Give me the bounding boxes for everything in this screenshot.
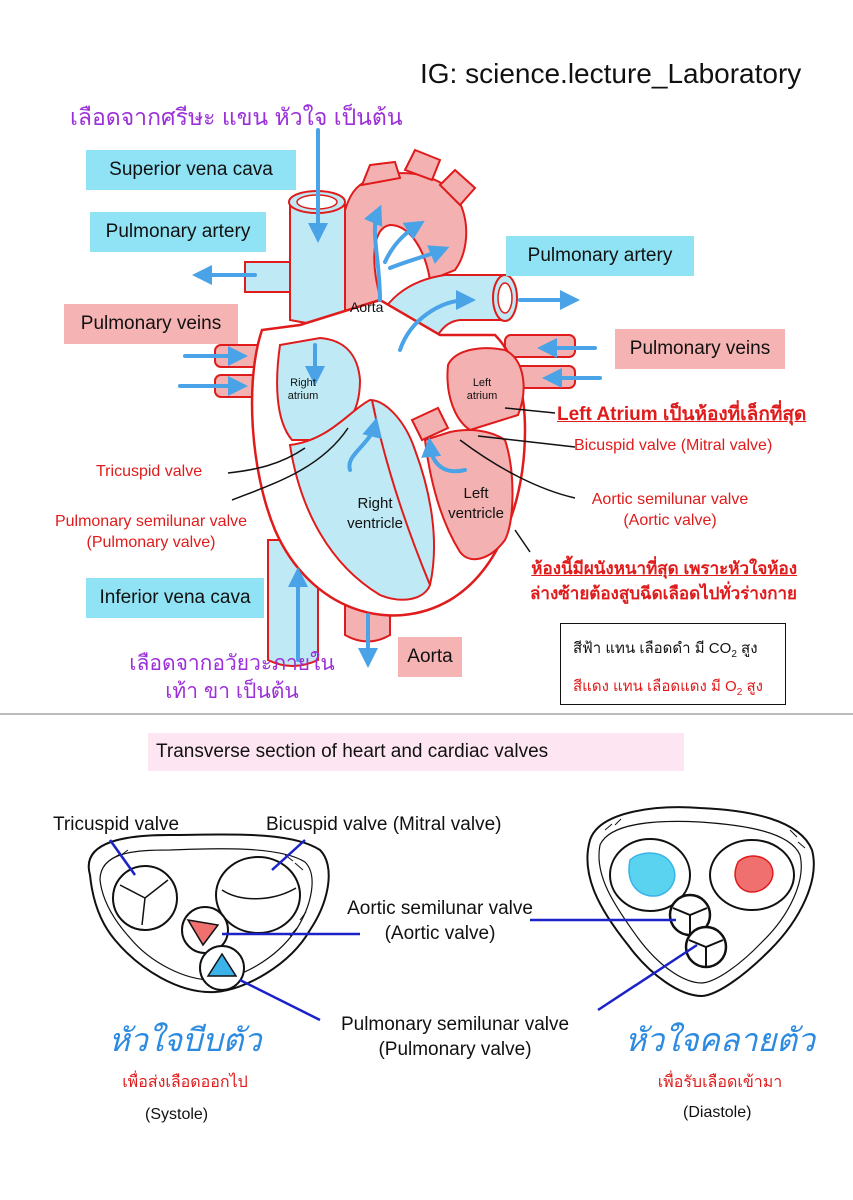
- valve-cross-sections: [87, 806, 815, 1022]
- legend-red-row: สีแดง แทน เลือดแดง มี O2 สูง: [573, 678, 763, 698]
- pulmonary-veins-left-label: Pulmonary veins: [64, 304, 238, 344]
- pulmonary-artery-left-label: Pulmonary artery: [90, 212, 266, 252]
- left-ventricle-note: ห้องนี้มีผนังหนาที่สุด เพราะหัวใจห้อง ล่…: [530, 556, 797, 606]
- systole-cross-section: [87, 833, 330, 994]
- svg-text:atrium: atrium: [288, 390, 319, 402]
- systole-caption: หัวใจบีบตัว เพื่อส่งเลือดออกไป: [90, 1015, 280, 1095]
- section-tricuspid-label: Tricuspid valve: [53, 814, 180, 835]
- lv-note-line2: ล่างซ้ายต้องสูบฉีดเลือดไปทั่วร่างกาย: [530, 584, 797, 603]
- aortic-valve-block: [410, 406, 450, 442]
- aorta-box-label: Aorta: [398, 637, 462, 677]
- aortic-valve-name: (Aortic valve): [623, 512, 717, 529]
- section-title: Transverse section of heart and cardiac …: [148, 733, 684, 771]
- pulmonary-semilunar-valve-name: Pulmonary semilunar valve: [54, 513, 248, 530]
- section-aortic-valve-name: (Aortic valve): [384, 923, 496, 944]
- tricuspid-valve-label: Tricuspid valve: [96, 463, 203, 480]
- left-atrium-note: Left Atrium เป็นห้องที่เล็กที่สุด: [557, 404, 807, 425]
- systole-thai-sub: เพื่อส่งเลือดออกไป: [122, 1074, 248, 1091]
- legend-blue-row: สีฟ้า แทน เลือดดำ มี CO2 สูง: [573, 640, 758, 660]
- pulmonary-veins-right-label: Pulmonary veins: [615, 329, 785, 369]
- section-aortic-name: Aortic semilunar valve: [347, 898, 533, 919]
- color-legend: สีฟ้า แทน เลือดดำ มี CO2 สูง สีแดง แทน เ…: [560, 623, 786, 705]
- left-ventricle-chamber: [423, 429, 514, 561]
- svg-text:Left: Left: [463, 485, 489, 502]
- pulmonary-valve-name: (Pulmonary valve): [86, 534, 216, 551]
- systole-thai: หัวใจบีบตัว: [108, 1022, 262, 1058]
- superior-vena-cava-label: Superior vena cava: [86, 150, 296, 190]
- inferior-vena-cava-label: Inferior vena cava: [86, 578, 264, 618]
- bottom-note-line2: เท้า ขา เป็นต้น: [165, 680, 299, 703]
- section-bicuspid-label: Bicuspid valve (Mitral valve): [266, 814, 502, 835]
- diastole-thai-sub: เพื่อรับเลือดเข้ามา: [657, 1074, 783, 1091]
- right-ventricle-chamber: [288, 398, 435, 601]
- bottom-note-line1: เลือดจากอวัยวะภายใน: [129, 652, 335, 675]
- aortic-semilunar-valve-label: Aortic semilunar valve (Aortic valve): [570, 489, 770, 531]
- svg-text:Right: Right: [290, 377, 316, 389]
- svg-text:atrium: atrium: [467, 390, 498, 402]
- aorta-inner-label: Aorta: [350, 299, 384, 315]
- diastole-thai: หัวใจคลายตัว: [625, 1022, 815, 1058]
- diastole-label: (Diastole): [683, 1104, 752, 1121]
- watermark: IG: science.lecture_Laboratory: [420, 58, 802, 89]
- aortic-semilunar-valve-name: Aortic semilunar valve: [591, 491, 749, 508]
- diastole-caption: หัวใจคลายตัว เพื่อรับเลือดเข้ามา: [615, 1015, 825, 1095]
- section-pulmonary-label: Pulmonary semilunar valve (Pulmonary val…: [320, 1012, 590, 1062]
- pulmonary-semilunar-valve-label: Pulmonary semilunar valve (Pulmonary val…: [36, 511, 266, 553]
- svg-text:ventricle: ventricle: [347, 515, 403, 532]
- mitral-open-shape: [734, 855, 774, 893]
- tricuspid-open-shape: [628, 852, 676, 897]
- bottom-note: เลือดจากอวัยวะภายใน เท้า ขา เป็นต้น: [112, 650, 352, 706]
- section-pulmonary-valve-name: (Pulmonary valve): [378, 1039, 532, 1060]
- section-aortic-label: Aortic semilunar valve (Aortic valve): [330, 896, 550, 946]
- left-atrium-chamber: [446, 347, 525, 432]
- heart-diagram: Aorta Right atrium Left atrium Right ven…: [0, 128, 853, 715]
- diastole-cross-section: [586, 806, 815, 998]
- svg-text:Right: Right: [357, 495, 393, 512]
- systole-label: (Systole): [145, 1106, 209, 1123]
- svg-text:ventricle: ventricle: [448, 505, 504, 522]
- pulmonary-artery-right-label: Pulmonary artery: [506, 236, 694, 276]
- svg-text:Left: Left: [473, 377, 491, 389]
- top-note: เลือดจากศรีษะ แขน หัวใจ เป็นต้น: [70, 104, 403, 130]
- bicuspid-valve-label: Bicuspid valve (Mitral valve): [574, 437, 773, 454]
- section-pulmonary-name: Pulmonary semilunar valve: [340, 1014, 570, 1035]
- lv-note-line1: ห้องนี้มีผนังหนาที่สุด เพราะหัวใจห้อง: [531, 559, 797, 578]
